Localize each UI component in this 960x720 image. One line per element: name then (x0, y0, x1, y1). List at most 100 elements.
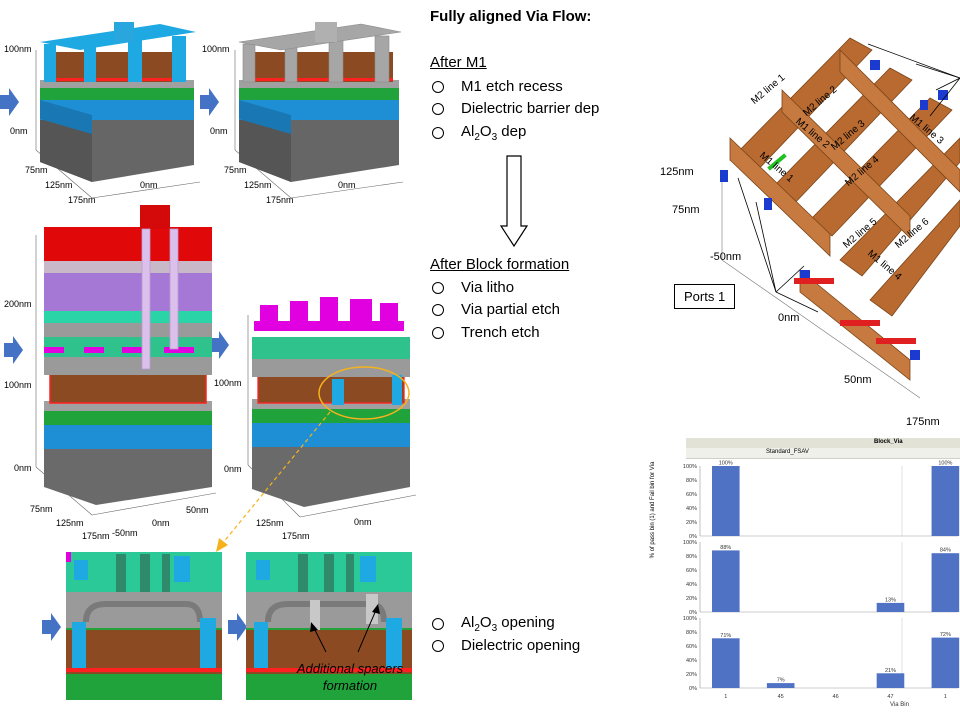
process-arrow-icon (42, 613, 61, 641)
axis-label: 50nm (844, 374, 872, 386)
chart-bar (766, 683, 795, 688)
axis-label: 175nm (68, 195, 96, 205)
axis-label: 50nm (186, 505, 209, 515)
chart-title: Block_Via (874, 439, 903, 445)
axis-label: 125nm (660, 166, 694, 178)
chart-tick-label: 40% (686, 658, 697, 664)
chart-tick-label: 60% (686, 644, 697, 650)
zoom-al2o3-opening (66, 552, 222, 700)
chart-category-label: 1 (944, 694, 947, 700)
chart-tick-label: 80% (686, 630, 697, 636)
rc-model-3d (720, 37, 960, 399)
chart-tick-label: 40% (686, 582, 697, 588)
axis-label: 100nm (4, 380, 32, 390)
sim-after-m1-recess (35, 22, 201, 199)
chart-tick-label: 20% (686, 520, 697, 526)
bullet-trench-etch: Trench etch (430, 324, 540, 341)
chart-tick-label: 80% (686, 554, 697, 560)
axis-label: 0nm (152, 518, 170, 528)
axis-label: 100nm (202, 44, 230, 54)
chart-data-label: 100% (938, 461, 952, 467)
chart-data-label: 7% (777, 678, 785, 684)
chart-data-label: 72% (940, 632, 951, 638)
zoom-dielectric-opening (246, 552, 412, 700)
axis-label: 0nm (338, 180, 356, 190)
axis-label: 0nm (10, 126, 28, 136)
bullet-circle-icon (432, 639, 444, 652)
axis-label: 175nm (282, 531, 310, 541)
bullet-circle-icon (432, 303, 444, 316)
axis-label: 0nm (778, 312, 800, 324)
sim-trench-etch (247, 297, 417, 518)
chart-data-label: 100% (719, 461, 733, 467)
chart-xlabel: Via Bin (890, 702, 909, 708)
chart-tick-label: 0% (689, 610, 697, 616)
axis-label: 75nm (672, 204, 700, 216)
chart-category-label: 1 (724, 694, 727, 700)
bullet-circle-icon (432, 102, 444, 115)
chart-tick-label: 100% (683, 616, 697, 622)
bullet-circle-icon (432, 618, 444, 630)
sim-after-al2o3-dep (234, 22, 404, 199)
axis-label: -50nm (112, 528, 138, 538)
after-block-heading: After Block formation (430, 256, 570, 273)
chart-tick-label: 20% (686, 596, 697, 602)
chart-category-label: 47 (887, 694, 893, 700)
down-arrow-icon (499, 155, 529, 248)
chart-data-label: 21% (885, 668, 896, 674)
axis-label: 0nm (210, 126, 228, 136)
process-arrow-icon (228, 613, 247, 641)
zoom-arrow-icon (216, 411, 331, 552)
chart-tick-label: 100% (683, 540, 697, 546)
bullet-circle-icon (432, 127, 444, 139)
axis-label: 175nm (266, 195, 294, 205)
chart-bar (876, 673, 905, 688)
bullet-al2o3-dep: Al2O3 dep (430, 123, 526, 143)
bullet-circle-icon (432, 326, 444, 339)
chart-tick-label: 0% (689, 686, 697, 692)
yield-bar-chart: 100%80%60%40%20%0%100%100%100%80%60%40%2… (683, 461, 960, 700)
axis-label: 125nm (256, 518, 284, 528)
chart-category-label: 46 (833, 694, 839, 700)
chart-subtitle-bar: Standard_FSAV (686, 448, 960, 459)
chart-tick-label: 0% (689, 534, 697, 540)
chart-tick-label: 40% (686, 506, 697, 512)
chart-bar (931, 637, 960, 688)
chart-subtitle: Standard_FSAV (766, 449, 809, 455)
spacer-annotation: Additional spacers formation (296, 661, 404, 693)
axis-label: 175nm (906, 416, 940, 428)
chart-tick-label: 100% (683, 464, 697, 470)
ports-label-box: Ports 1 (674, 284, 736, 309)
axis-label: 100nm (4, 44, 32, 54)
axis-label: 125nm (45, 180, 73, 190)
axis-label: 200nm (4, 299, 32, 309)
chart-data-label: 88% (720, 545, 731, 551)
chart-data-label: 84% (940, 548, 951, 554)
axis-label: 0nm (140, 180, 158, 190)
chart-tick-label: 20% (686, 672, 697, 678)
axis-label: 125nm (56, 518, 84, 528)
bullet-al2o3-opening: Al2O3 opening (430, 614, 555, 634)
process-arrow-icon (200, 88, 219, 116)
sim-block-via-litho (35, 205, 217, 516)
chart-bar (931, 466, 960, 536)
bullet-dielectric-opening: Dielectric opening (430, 637, 580, 654)
axis-label: -50nm (710, 251, 742, 263)
after-m1-heading: After M1 (430, 54, 487, 71)
chart-data-label: 13% (885, 597, 896, 603)
axis-label: 175nm (82, 531, 110, 541)
axis-label: 75nm (224, 165, 247, 175)
process-arrow-icon (4, 336, 23, 364)
bullet-dielectric-barrier: Dielectric barrier dep (430, 100, 599, 117)
chart-bar (712, 466, 740, 536)
chart-bar (712, 638, 740, 688)
bullet-via-litho: Via litho (430, 279, 514, 296)
bullet-circle-icon (432, 80, 444, 93)
bullet-circle-icon (432, 281, 444, 294)
axis-label: 0nm (224, 464, 242, 474)
bullet-m1-etch: M1 etch recess (430, 78, 563, 95)
chart-bar (712, 550, 740, 612)
axis-label: 0nm (14, 463, 32, 473)
process-arrow-icon (210, 331, 229, 359)
chart-tick-label: 60% (686, 492, 697, 498)
